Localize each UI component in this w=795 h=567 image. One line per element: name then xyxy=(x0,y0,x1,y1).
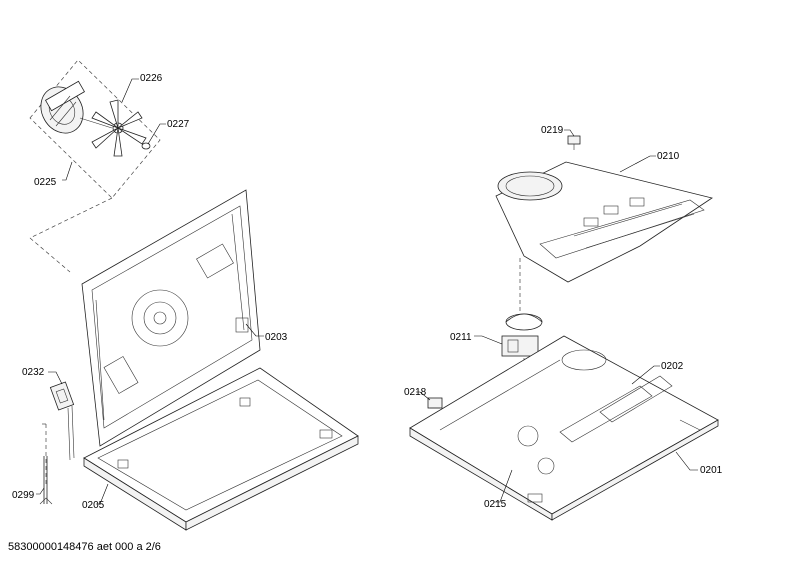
document-code: 58300000148476 aet 000 a 2/6 xyxy=(8,541,161,553)
fan-wheel-icon xyxy=(91,99,147,157)
lamp-holder xyxy=(564,129,581,150)
callout-0202: 0202 xyxy=(661,361,684,372)
temperature-probe xyxy=(36,456,53,505)
callout-0225: 0225 xyxy=(34,177,57,188)
callout-0210: 0210 xyxy=(657,151,680,162)
callout-0227: 0227 xyxy=(167,119,190,130)
callout-0201: 0201 xyxy=(700,465,723,476)
callout-0219: 0219 xyxy=(541,125,564,136)
callout-0218: 0218 xyxy=(404,387,427,398)
callout-0226: 0226 xyxy=(140,73,163,84)
callout-0203: 0203 xyxy=(265,332,288,343)
base-plate xyxy=(409,335,719,521)
thermostat-switch xyxy=(42,371,75,486)
cooling-fan-motor xyxy=(474,313,543,357)
callout-0205: 0205 xyxy=(82,500,105,511)
rear-panel xyxy=(81,189,264,447)
door-switch xyxy=(416,391,443,409)
callout-0299: 0299 xyxy=(12,490,35,501)
callout-0232: 0232 xyxy=(22,367,45,378)
callout-0211: 0211 xyxy=(450,332,472,343)
fan-motor-assembly xyxy=(29,59,166,199)
top-cover xyxy=(495,155,713,283)
callout-0215: 0215 xyxy=(484,499,507,510)
bottom-tray xyxy=(83,367,359,531)
